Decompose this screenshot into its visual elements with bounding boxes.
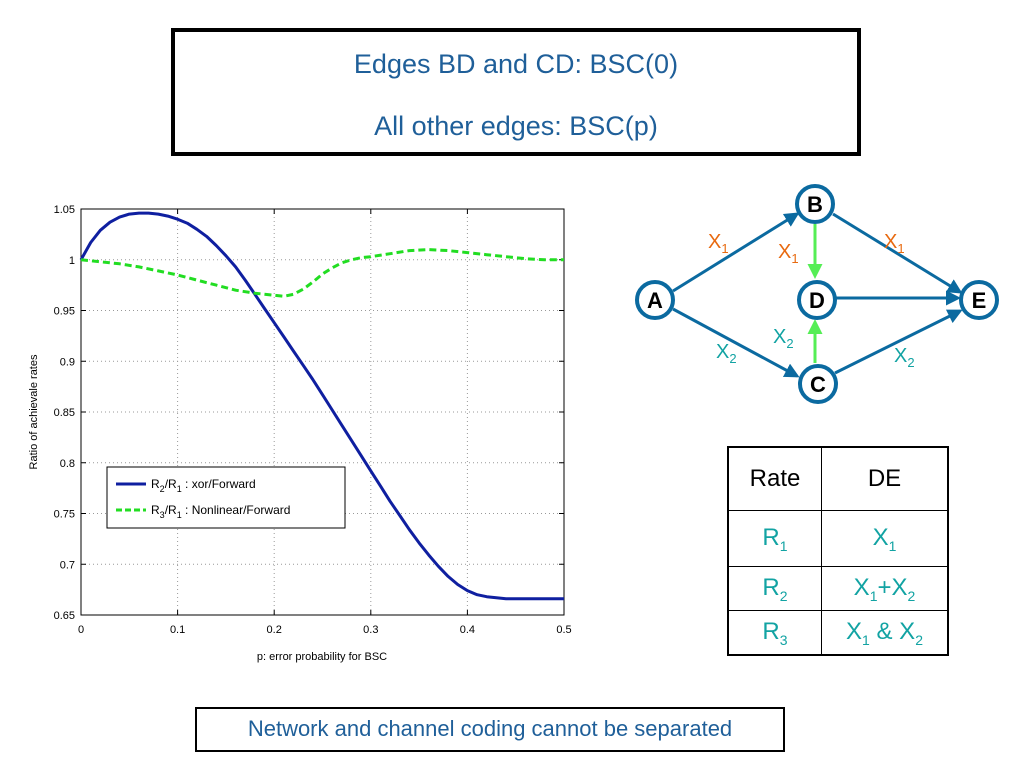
node-b: B	[795, 184, 835, 224]
legend-entry-nonlinear: R3/R1 : Nonlinear/Forward	[151, 503, 290, 520]
y-tick-label: 0.75	[54, 509, 75, 521]
series-lines	[79, 211, 564, 601]
y-tick-label: 0.8	[60, 458, 75, 470]
y-tick-label: 0.65	[54, 610, 75, 622]
x-axis-label: p: error probability for BSC	[257, 651, 387, 663]
legend: R2/R1 : xor/Forward R3/R1 : Nonlinear/Fo…	[106, 466, 346, 529]
rate-cell: R2	[727, 566, 822, 611]
series-xor-forward	[79, 211, 564, 601]
edge-label-b-d: X1	[778, 241, 799, 266]
y-tick-label: 0.85	[54, 407, 75, 419]
title-box: Edges BD and CD: BSC(0) All other edges:…	[171, 28, 861, 156]
x-tick-label: 0.1	[170, 624, 185, 636]
table-header-de: DE	[821, 446, 949, 511]
de-cell: X1	[821, 510, 949, 567]
table-header-rate: Rate	[727, 446, 822, 511]
y-tick-label: 0.7	[60, 559, 75, 571]
edge-label-c-d: X2	[773, 326, 794, 351]
x-tick-label: 0.3	[363, 624, 378, 636]
y-axis-label: Ratio of achievale rates	[28, 354, 40, 469]
svg-text:A: A	[647, 288, 663, 313]
edge-a-c	[672, 307, 800, 378]
legend-entry-xor: R2/R1 : xor/Forward	[151, 477, 256, 494]
node-a: A	[635, 280, 675, 320]
axis-ticks: 0 0.1 0.2 0.3 0.4 0.5 0.65 0.7 0.75 0.8 0.85 0.9 0.9…	[54, 204, 572, 636]
edge-label-a-c: X2	[716, 341, 737, 366]
svg-text:E: E	[972, 288, 987, 313]
conclusion-box: Network and channel coding cannot be sep…	[195, 707, 785, 752]
x-tick-label: 0.2	[267, 624, 282, 636]
edge-a-b	[672, 212, 800, 293]
x-tick-label: 0.4	[460, 624, 475, 636]
edge-c-e	[834, 309, 963, 375]
edge-label-a-b: X1	[708, 231, 729, 256]
rate-table: Rate DE R1 X1 R2 X1+X2 R3 X1 & X2	[727, 446, 949, 656]
de-cell: X1 & X2	[821, 610, 949, 656]
rate-cell: R3	[727, 610, 822, 656]
y-tick-label: 0.9	[60, 356, 75, 368]
svg-text:C: C	[810, 372, 826, 397]
y-tick-label: 0.95	[54, 306, 75, 318]
edge-b-e	[832, 212, 963, 294]
de-cell: X1+X2	[821, 566, 949, 611]
edge-label-b-e: X1	[884, 231, 905, 256]
node-d: D	[797, 280, 837, 320]
edge-label-c-e: X2	[894, 345, 915, 370]
svg-text:B: B	[807, 192, 823, 217]
table-row: R2 X1+X2	[727, 566, 949, 611]
node-c: C	[798, 364, 838, 404]
node-e: E	[959, 280, 999, 320]
svg-text:D: D	[809, 288, 825, 313]
table-row: R3 X1 & X2	[727, 610, 949, 656]
y-tick-label: 1	[69, 255, 75, 267]
y-tick-label: 1.05	[54, 204, 75, 216]
x-tick-label: 0.5	[556, 624, 571, 636]
legend-box	[106, 466, 346, 529]
table-row: R1 X1	[727, 510, 949, 567]
series-nonlinear-forward	[80, 248, 564, 298]
table-header-row: Rate DE	[727, 446, 949, 511]
x-tick-label: 0	[78, 624, 84, 636]
network-diagram: A B C D E X1 X1 X1 X2 X2 X2	[635, 184, 999, 404]
title-line-2: All other edges: BSC(p)	[374, 111, 658, 141]
rate-cell: R1	[727, 510, 822, 567]
title-line-1: Edges BD and CD: BSC(0)	[353, 49, 679, 79]
